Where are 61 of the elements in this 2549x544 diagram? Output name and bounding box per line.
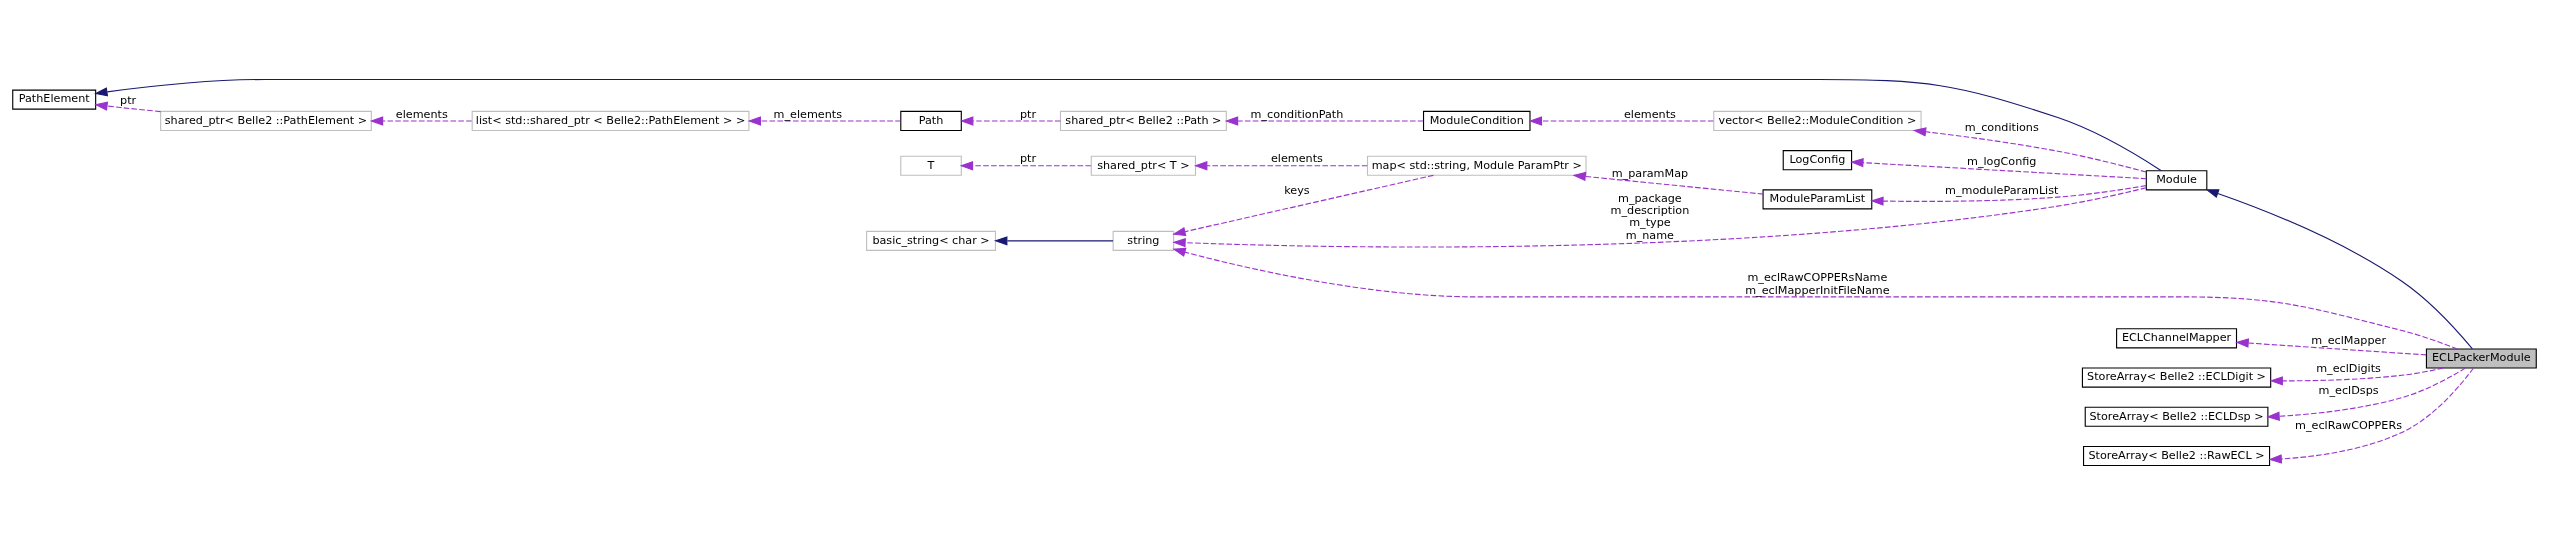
node-box: StoreArray< Belle2 ::ECLDigit > (2081, 366, 2272, 388)
edge-label: m_eclMapper (2311, 333, 2386, 347)
arrow (369, 115, 473, 126)
edge-label: ptr (1019, 107, 1037, 121)
node-box: shared_ptr< T > (1090, 155, 1197, 176)
node-box: LogConfig (1782, 149, 1853, 170)
node-box: PathElement (12, 89, 97, 110)
edge-label: m_elements (773, 107, 843, 121)
arrow (2235, 337, 2427, 355)
node-box: ECLChannelMapper (2116, 327, 2238, 348)
arrow (747, 115, 902, 126)
arrow (2268, 367, 2474, 464)
node-box: vector< Belle2::ModuleCondition > (1713, 110, 1922, 131)
edge-label: m_package m_description m_type m_name (1610, 191, 1690, 242)
edge-label: m_conditionPath (1250, 107, 1344, 121)
node-box: T (900, 155, 962, 176)
node-box: ModuleParamList (1762, 188, 1873, 209)
arrow (1572, 171, 1764, 195)
node-box: map< std::string, Module ParamPtr > (1366, 155, 1587, 176)
node-box: shared_ptr< Belle2 ::Path > (1059, 110, 1227, 131)
node-box: list< std::shared_ptr < Belle2::PathElement > > (471, 110, 750, 131)
arrow (2205, 188, 2473, 349)
edge-label: keys (1284, 183, 1310, 197)
edge-label: elements (395, 107, 448, 121)
arrow (2269, 367, 2444, 386)
edge-label: m_conditions (1964, 120, 2039, 134)
arrow (1172, 247, 2458, 350)
node-box: Module (2145, 169, 2208, 190)
node-box: Path (900, 110, 962, 131)
arrow (1912, 126, 2147, 173)
arrow (1224, 115, 1424, 126)
node-box: ECLPackerModule (2425, 347, 2537, 369)
node-box: shared_ptr< Belle2 ::PathElement > (160, 110, 372, 131)
edge-label: ptr (120, 93, 137, 107)
edge-label: m_logConfig (1967, 154, 2037, 168)
arrow (1850, 157, 2147, 179)
arrow (959, 160, 1092, 170)
arrow (1172, 186, 2147, 248)
edge-label: m_moduleParamList (1945, 183, 2059, 197)
node-box: StoreArray< Belle2 ::RawECL > (2083, 445, 2271, 466)
arrow (94, 100, 162, 112)
edge-label: m_eclRawCOPPERsName m_eclMapperInitFileName (1745, 270, 1890, 297)
node-box: ModuleCondition (1423, 110, 1531, 131)
arrow (1172, 174, 1434, 236)
node-box: string (1112, 230, 1175, 251)
arrow (94, 78, 2162, 171)
arrow (2266, 367, 2466, 421)
edge-label: elements (1270, 151, 1323, 165)
arrow (1193, 160, 1368, 170)
edge-label: elements (1623, 107, 1676, 121)
node-box: StoreArray< Belle2 ::ECLDsp > (2084, 406, 2269, 427)
node-box: basic_string< char > (866, 230, 997, 251)
edge-label: ptr (1019, 151, 1037, 165)
arrow (1870, 184, 2147, 206)
arrow (993, 235, 1114, 246)
edge-label: m_eclRawCOPPERs (2295, 418, 2403, 432)
edge-label: m_eclDsps (2318, 383, 2379, 397)
edge-label: m_paramMap (1611, 166, 1689, 180)
arrow (959, 115, 1061, 126)
edge-label: m_eclDigits (2316, 361, 2381, 375)
arrow (1528, 115, 1714, 126)
